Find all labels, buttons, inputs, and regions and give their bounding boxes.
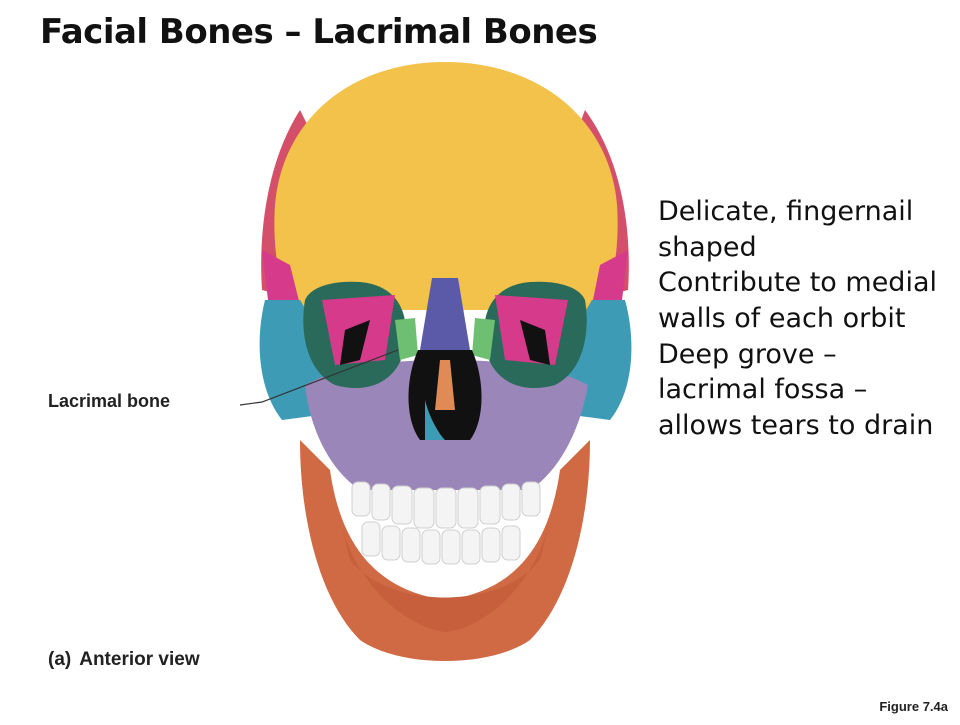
- lacrimal-bone-right: [472, 318, 495, 360]
- lower-teeth: [361, 521, 521, 565]
- lacrimal-bone-left: [395, 318, 418, 360]
- lacrimal-bone-label: Lacrimal bone: [48, 391, 171, 411]
- note-item: Contribute to medial walls of each orbit: [658, 267, 937, 334]
- orbit-left-fissure: [340, 320, 370, 365]
- nasal-concha: [425, 400, 445, 440]
- upper-teeth: [351, 481, 541, 529]
- frontal-bone: [274, 62, 618, 310]
- figure-reference: Figure 7.4a: [879, 699, 948, 714]
- sphenoid-bone-left: [262, 250, 300, 305]
- view-caption-text: Anterior view: [79, 649, 200, 670]
- view-caption: (a) Anterior view: [48, 649, 208, 671]
- note-item: Delicate, fingernail shaped: [658, 196, 914, 263]
- vomer-bone: [435, 360, 455, 410]
- view-caption-letter: (a): [48, 649, 72, 670]
- notes-list: Delicate, fingernail shaped Contribute t…: [658, 194, 948, 443]
- lacrimal-leader-line: [239, 349, 399, 406]
- orbit-right-fissure: [520, 320, 550, 365]
- mandible-bone: [300, 440, 590, 661]
- mandible-body: [340, 520, 550, 632]
- sphenoid-bone-right: [592, 250, 628, 305]
- nasal-bone: [420, 278, 470, 350]
- page-title: Facial Bones – Lacrimal Bones: [40, 12, 598, 52]
- note-item: Deep grove – lacrimal fossa – allows tea…: [658, 338, 934, 441]
